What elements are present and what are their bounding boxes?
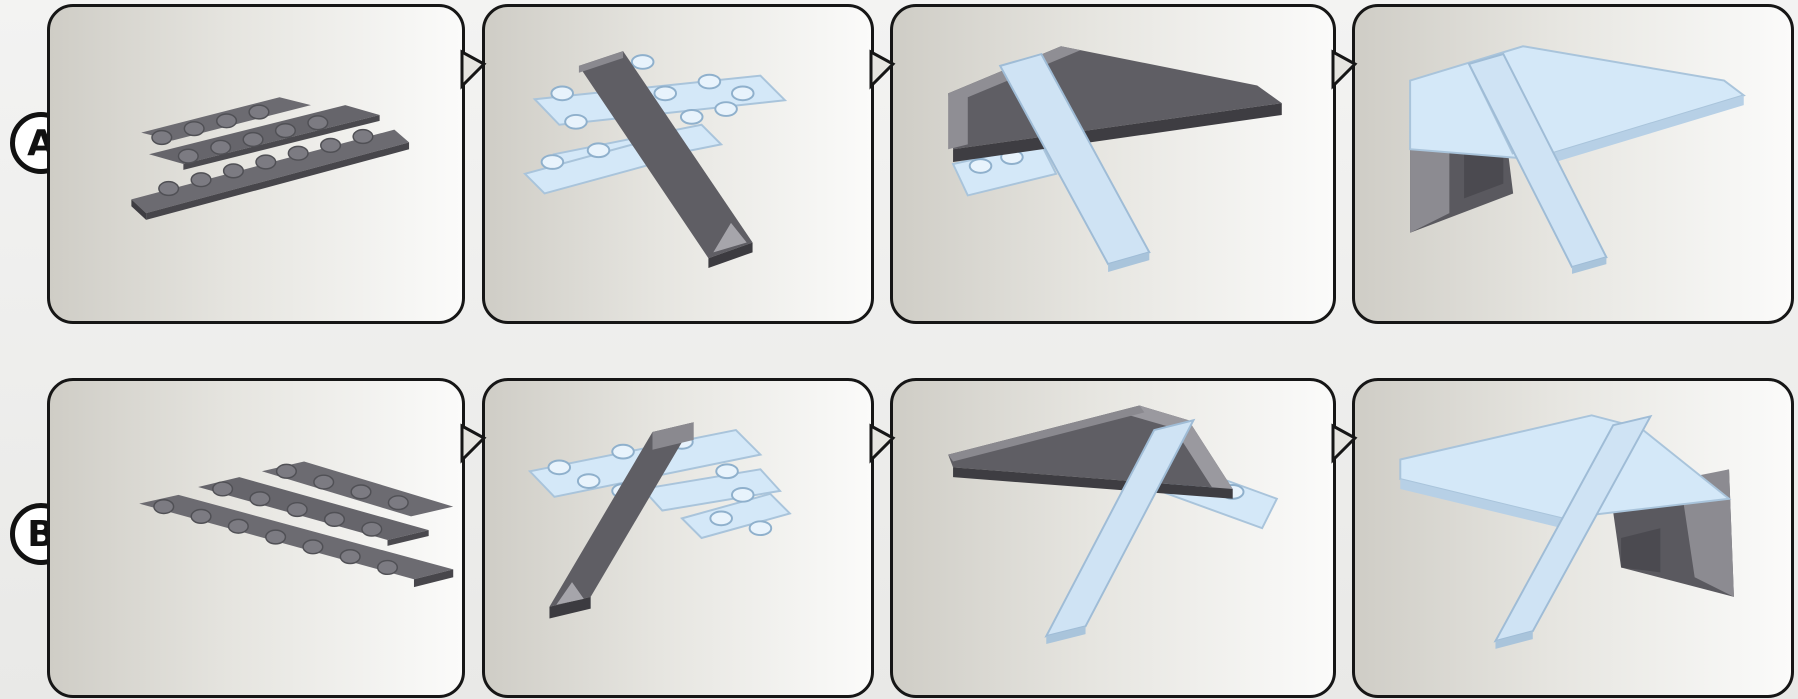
step-arrow-b3-b4 — [1333, 422, 1359, 466]
step-a2-panel — [482, 4, 874, 324]
step-b4-panel — [1352, 378, 1794, 698]
dark-plates-illustration — [50, 381, 462, 695]
dark-plates-illustration — [50, 7, 462, 321]
step-b2-panel — [482, 378, 874, 698]
step-b1-panel — [47, 378, 465, 698]
step-arrow-a1-a2 — [462, 48, 488, 92]
step-arrow-b1-b2 — [462, 422, 488, 466]
completed-wing-illustration — [1355, 381, 1791, 695]
wedge-plate-illustration — [893, 7, 1333, 321]
completed-wing-illustration — [1355, 7, 1791, 321]
wedge-plate-illustration — [893, 381, 1333, 695]
step-arrow-b2-b3 — [871, 422, 897, 466]
tile-on-plates-illustration — [485, 7, 871, 321]
step-b3-panel — [890, 378, 1336, 698]
step-arrow-a3-a4 — [1333, 48, 1359, 92]
step-a3-panel — [890, 4, 1336, 324]
step-a1-panel — [47, 4, 465, 324]
step-arrow-a2-a3 — [871, 48, 897, 92]
tile-on-plates-illustration — [485, 381, 871, 695]
step-a4-panel — [1352, 4, 1794, 324]
